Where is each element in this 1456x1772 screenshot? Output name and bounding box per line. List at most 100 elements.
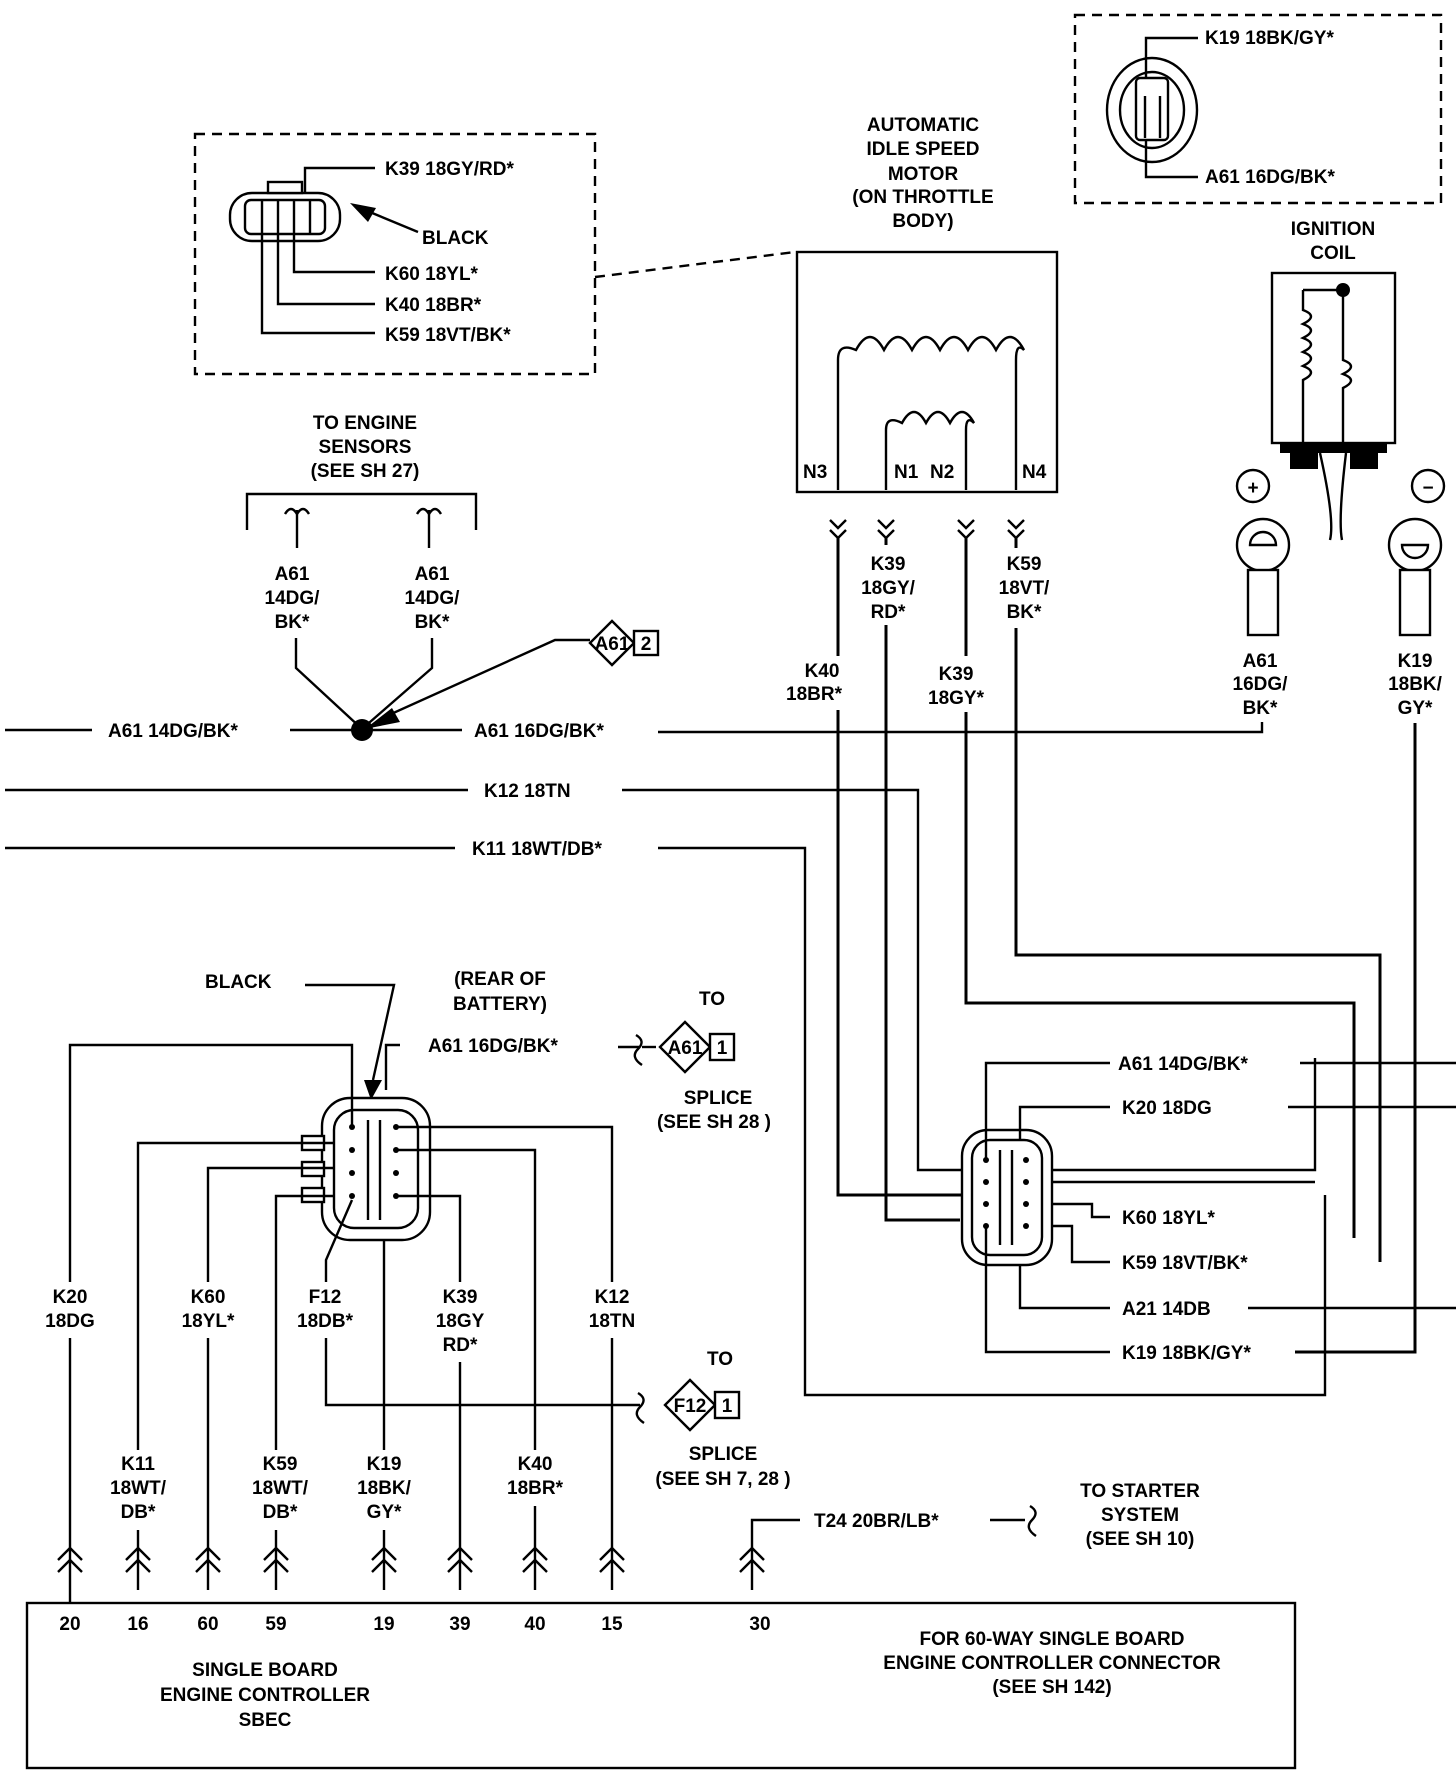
sbec-pin: 60: [197, 1614, 218, 1635]
sbec-pin: 30: [749, 1614, 770, 1635]
wire-label: 18VT/: [999, 578, 1050, 599]
wire-label: DB*: [263, 1502, 298, 1523]
wire-label: 18DG: [45, 1311, 95, 1332]
isc-wire-label: K60 18YL*: [385, 264, 479, 285]
wire-label: BK*: [275, 612, 310, 633]
wire-label: K19: [1398, 651, 1433, 672]
wire-label: 18TN: [589, 1311, 635, 1332]
wire-label: 14DG/: [405, 588, 461, 609]
sbec-pin: 19: [373, 1614, 394, 1635]
splice-ref-f12-1[interactable]: F12 1: [663, 1378, 741, 1432]
to-label: TO: [699, 989, 725, 1010]
sbec-title: SINGLE BOARD: [192, 1660, 338, 1681]
sbec-pin: 39: [449, 1614, 470, 1635]
wire-label: 18GY: [436, 1311, 485, 1332]
ignition-coil: IGNITION COIL + − A61 16DG/ BK* K19: [1233, 219, 1446, 719]
wire-label: BK*: [415, 612, 450, 633]
wire-label: A61: [1243, 651, 1278, 672]
wire-label: 18GY/: [861, 578, 916, 599]
starter-label: SYSTEM: [1101, 1505, 1179, 1526]
ais-title: (ON THROTTLE: [852, 187, 993, 208]
wire-label: GY*: [367, 1502, 402, 1523]
wire-label: 18WT/: [252, 1478, 309, 1499]
ais-pin-label: N3: [803, 462, 827, 483]
coil-title: IGNITION: [1291, 219, 1375, 240]
coil-top-label: K19 18BK/GY*: [1205, 28, 1334, 49]
wire-label: 16DG/: [1233, 674, 1289, 695]
sbec-note: ENGINE CONTROLLER CONNECTOR: [883, 1653, 1221, 1674]
wire-label: 18DB*: [297, 1311, 354, 1332]
sbec-note: (SEE SH 142): [992, 1677, 1111, 1698]
splice-num: 1: [722, 1396, 733, 1417]
lower-wire-labels: K20 18DG K60 18YL* F12 18DB* K39 18GY RD…: [40, 1282, 644, 1530]
splice-ref-a61-1[interactable]: A61 1: [658, 1020, 736, 1074]
connector-label: K60 18YL*: [1122, 1208, 1216, 1229]
wire-label: 14DG/: [265, 588, 321, 609]
wire-label: K19: [367, 1454, 402, 1475]
sensors-title: (SEE SH 27): [311, 461, 420, 482]
wire-label: 18BR*: [786, 684, 843, 705]
wire-label: 18YL*: [182, 1311, 235, 1332]
starter-wire-label: T24 20BR/LB*: [814, 1511, 939, 1532]
starter-label: (SEE SH 10): [1086, 1529, 1195, 1550]
isc-wire-label: K40 18BR*: [385, 295, 482, 316]
winding-icon: [884, 410, 976, 490]
starter-wire: T24 20BR/LB* TO STARTER SYSTEM (SEE SH 1…: [750, 1481, 1200, 1590]
wire-label: F12: [309, 1287, 342, 1308]
sbec-title: ENGINE CONTROLLER: [160, 1685, 370, 1706]
ais-title: AUTOMATIC: [867, 115, 980, 136]
splice-num: 2: [641, 634, 652, 655]
ais-pin-label: N1: [894, 462, 919, 483]
wire-label: BK*: [1243, 698, 1278, 719]
ais-motor: AUTOMATIC IDLE SPEED MOTOR (ON THROTTLE …: [786, 115, 1059, 709]
splice-name: A61: [668, 1038, 703, 1059]
sbec-note: FOR 60-WAY SINGLE BOARD: [920, 1629, 1185, 1650]
wire-label: K39: [939, 664, 974, 685]
wire-label: 18GY*: [928, 688, 985, 709]
wire-label: K20: [53, 1287, 88, 1308]
battery-color-label: BLACK: [205, 972, 272, 993]
sbec-controller: 20 16 60 59 19 39 40 15 30 SINGLE BOARD …: [25, 1601, 1297, 1770]
connector-label: K59 18VT/BK*: [1122, 1253, 1248, 1274]
battery-connector: BLACK (REAR OF BATTERY) A61 16DG/BK* TO …: [68, 969, 791, 1605]
engine-sensors: TO ENGINE SENSORS (SEE SH 27) A61 14DG/ …: [245, 413, 660, 730]
sensors-title: SENSORS: [319, 437, 412, 458]
ais-pin-label: N2: [930, 462, 954, 483]
ais-title: MOTOR: [888, 164, 959, 185]
wire-label: K39: [871, 554, 906, 575]
isc-connector-inset: K39 18GY/RD* BLACK K60 18YL* K40 18BR* K…: [193, 132, 796, 376]
wire-label: K60: [191, 1287, 226, 1308]
splice-ref-a61-2[interactable]: A61 2: [588, 619, 660, 667]
bus-label: K12 18TN: [484, 781, 571, 802]
sbec-pin: 59: [265, 1614, 286, 1635]
wire-label: K39: [443, 1287, 478, 1308]
splice-label: SPLICE: [684, 1088, 753, 1109]
bus-label: A61 14DG/BK*: [108, 721, 238, 742]
sbec-pin: 15: [601, 1614, 623, 1635]
splice-label: SPLICE: [689, 1444, 758, 1465]
sbec-connector-chevrons: [57, 1546, 765, 1573]
right-connector: A61 14DG/BK* K20 18DG K60 18YL* K59 18VT…: [960, 1054, 1456, 1364]
ring-terminal-icon: [1387, 517, 1443, 637]
ring-terminal-icon: [1235, 517, 1291, 637]
winding-icon: [836, 335, 1026, 490]
wire-label: K12: [595, 1287, 630, 1308]
wire-label: DB*: [121, 1502, 156, 1523]
splice-dot-icon: [351, 719, 373, 741]
wire-label: GY*: [1398, 698, 1433, 719]
wire-label: RD*: [871, 602, 906, 623]
isc-wire-label: K59 18VT/BK*: [385, 325, 511, 346]
connector-label: K19 18BK/GY*: [1122, 1343, 1251, 1364]
splice-num: 1: [717, 1038, 728, 1059]
bus-wires: A61 14DG/BK* A61 16DG/BK* K12 18TN K11 1…: [5, 719, 1327, 1397]
connector-label: A61 14DG/BK*: [1118, 1054, 1248, 1075]
minus-symbol: −: [1422, 478, 1433, 499]
isc-wire-label: K39 18GY/RD*: [385, 159, 514, 180]
wire-label: A61: [275, 564, 310, 585]
winding-icon: [1300, 290, 1313, 412]
splice-label: (SEE SH 7, 28 ): [655, 1469, 790, 1490]
ais-pin-label: N4: [1022, 462, 1047, 483]
ais-title: IDLE SPEED: [867, 139, 980, 160]
isc-color-label: BLACK: [422, 228, 489, 249]
